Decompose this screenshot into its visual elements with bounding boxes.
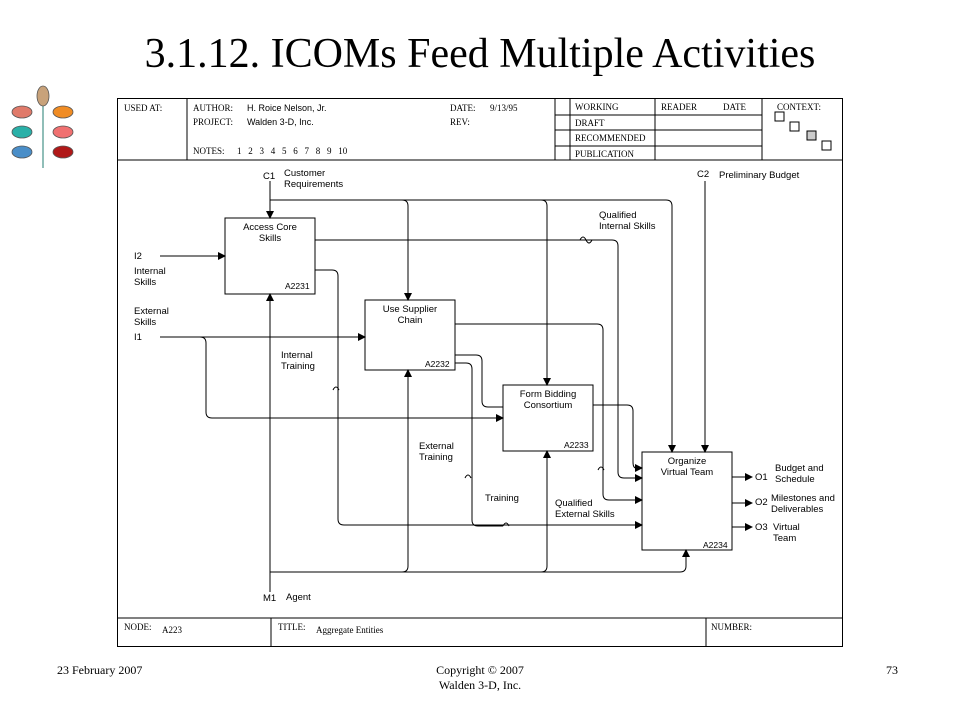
footer-copyright: Copyright © 2007 Walden 3-D, Inc. (380, 663, 580, 693)
c1-label-line: Requirements (284, 179, 344, 190)
activity-title-line: Organize (667, 456, 707, 467)
label-line: Qualified (599, 210, 637, 221)
o2-label-line: Deliverables (771, 504, 824, 515)
o3-label-line: Team (773, 533, 797, 544)
o3-label-line: Virtual (773, 522, 800, 533)
node-a2234: A2234 (703, 540, 728, 550)
date-value: 9/13/95 (490, 103, 518, 113)
node-a2231: A2231 (285, 281, 310, 291)
activity-use-supplier-chain: Use Supplier Chain (365, 304, 455, 326)
node-a2233: A2233 (564, 440, 589, 450)
o1-code: O1 (755, 472, 768, 483)
status-publication: PUBLICATION (575, 149, 635, 159)
walden-logo (11, 85, 74, 168)
activity-title-line: Access Core (243, 222, 297, 233)
activity-title-line: Consortium (523, 400, 573, 411)
label-line: Training (281, 361, 315, 372)
internal-training-label: Internal Training (281, 350, 315, 372)
author-value: H. Roice Nelson, Jr. (247, 103, 327, 113)
i2-code: I2 (134, 251, 142, 262)
c1-label: Customer Requirements (284, 168, 343, 190)
project-value: Walden 3-D, Inc. (247, 117, 314, 127)
o1-label: Budget and Schedule (775, 463, 824, 485)
rev-label: REV: (450, 117, 470, 127)
activity-title-line: Form Bidding (519, 389, 577, 400)
activity-title-line: Virtual Team (660, 467, 714, 478)
label-line: Qualified (555, 498, 593, 509)
notes-numbers: 1 2 3 4 5 6 7 8 9 10 (237, 146, 348, 156)
page-number: 73 (886, 663, 898, 677)
activity-title-line: Use Supplier (382, 304, 438, 315)
footer-date: 23 February 2007 (57, 663, 143, 677)
context-label: CONTEXT: (777, 102, 822, 112)
o2-code: O2 (755, 497, 768, 508)
reader-label: READER (661, 102, 697, 112)
o2-label: Milestones and Deliverables (771, 493, 835, 515)
label-line: Internal (281, 350, 313, 361)
slide-title: 3.1.12. ICOMs Feed Multiple Activities (144, 31, 816, 77)
m1-label: Agent (286, 592, 311, 603)
qualified-internal-skills-label: Qualified Internal Skills (599, 210, 656, 232)
c1-code: C1 (263, 171, 276, 182)
copyright-line: Walden 3-D, Inc. (438, 678, 522, 692)
i2-label-line: Internal (134, 266, 166, 277)
c2-code: C2 (697, 169, 710, 180)
status-working: WORKING (575, 102, 619, 112)
label-line: External (419, 441, 454, 452)
i1-label-line: External (134, 306, 169, 317)
i1-code: I1 (134, 332, 142, 343)
activity-title-line: Chain (397, 315, 423, 326)
activity-organize-virtual-team: Organize Virtual Team (642, 456, 732, 478)
o3-label: Virtual Team (773, 522, 800, 544)
o1-label-line: Budget and (775, 463, 824, 474)
c2-label: Preliminary Budget (719, 170, 800, 181)
o3-code: O3 (755, 522, 768, 533)
o1-label-line: Schedule (775, 474, 815, 485)
author-label: AUTHOR: (193, 103, 233, 113)
node-a2232: A2232 (425, 359, 450, 369)
activity-title-line: Skills (258, 233, 282, 244)
label-line: Internal Skills (599, 221, 656, 232)
external-training-label: External Training (419, 441, 454, 463)
i2-label-line: Skills (134, 277, 157, 288)
number-label: NUMBER: (711, 622, 753, 632)
o2-label-line: Milestones and (771, 493, 835, 504)
i2-label: Internal Skills (134, 266, 166, 288)
c1-label-line: Customer (284, 168, 326, 179)
m1-code: M1 (263, 593, 277, 604)
activity-access-core-skills: Access Core Skills (225, 222, 315, 244)
node-label: NODE: (124, 622, 152, 632)
label-line: External Skills (555, 509, 615, 520)
training-label: Training (485, 493, 519, 504)
title-label: TITLE: (278, 622, 306, 632)
date-label: DATE: (450, 103, 476, 113)
copyright-line: Copyright © 2007 (436, 663, 524, 677)
activity-form-bidding-consortium: Form Bidding Consortium (503, 389, 593, 411)
notes-label: NOTES: (193, 146, 225, 156)
status-recommended: RECOMMENDED (575, 133, 646, 143)
qualified-external-skills-label: Qualified External Skills (555, 498, 615, 520)
project-label: PROJECT: (193, 117, 234, 127)
i1-label: External Skills (134, 306, 169, 328)
idef0-frame (117, 98, 843, 647)
title-value: Aggregate Entities (316, 625, 384, 635)
i1-label-line: Skills (134, 317, 157, 328)
label-line: Training (419, 452, 453, 463)
node-value: A223 (162, 625, 182, 635)
used-at-label: USED AT: (124, 103, 163, 113)
reader-date-label: DATE (723, 102, 746, 112)
status-draft: DRAFT (575, 118, 605, 128)
